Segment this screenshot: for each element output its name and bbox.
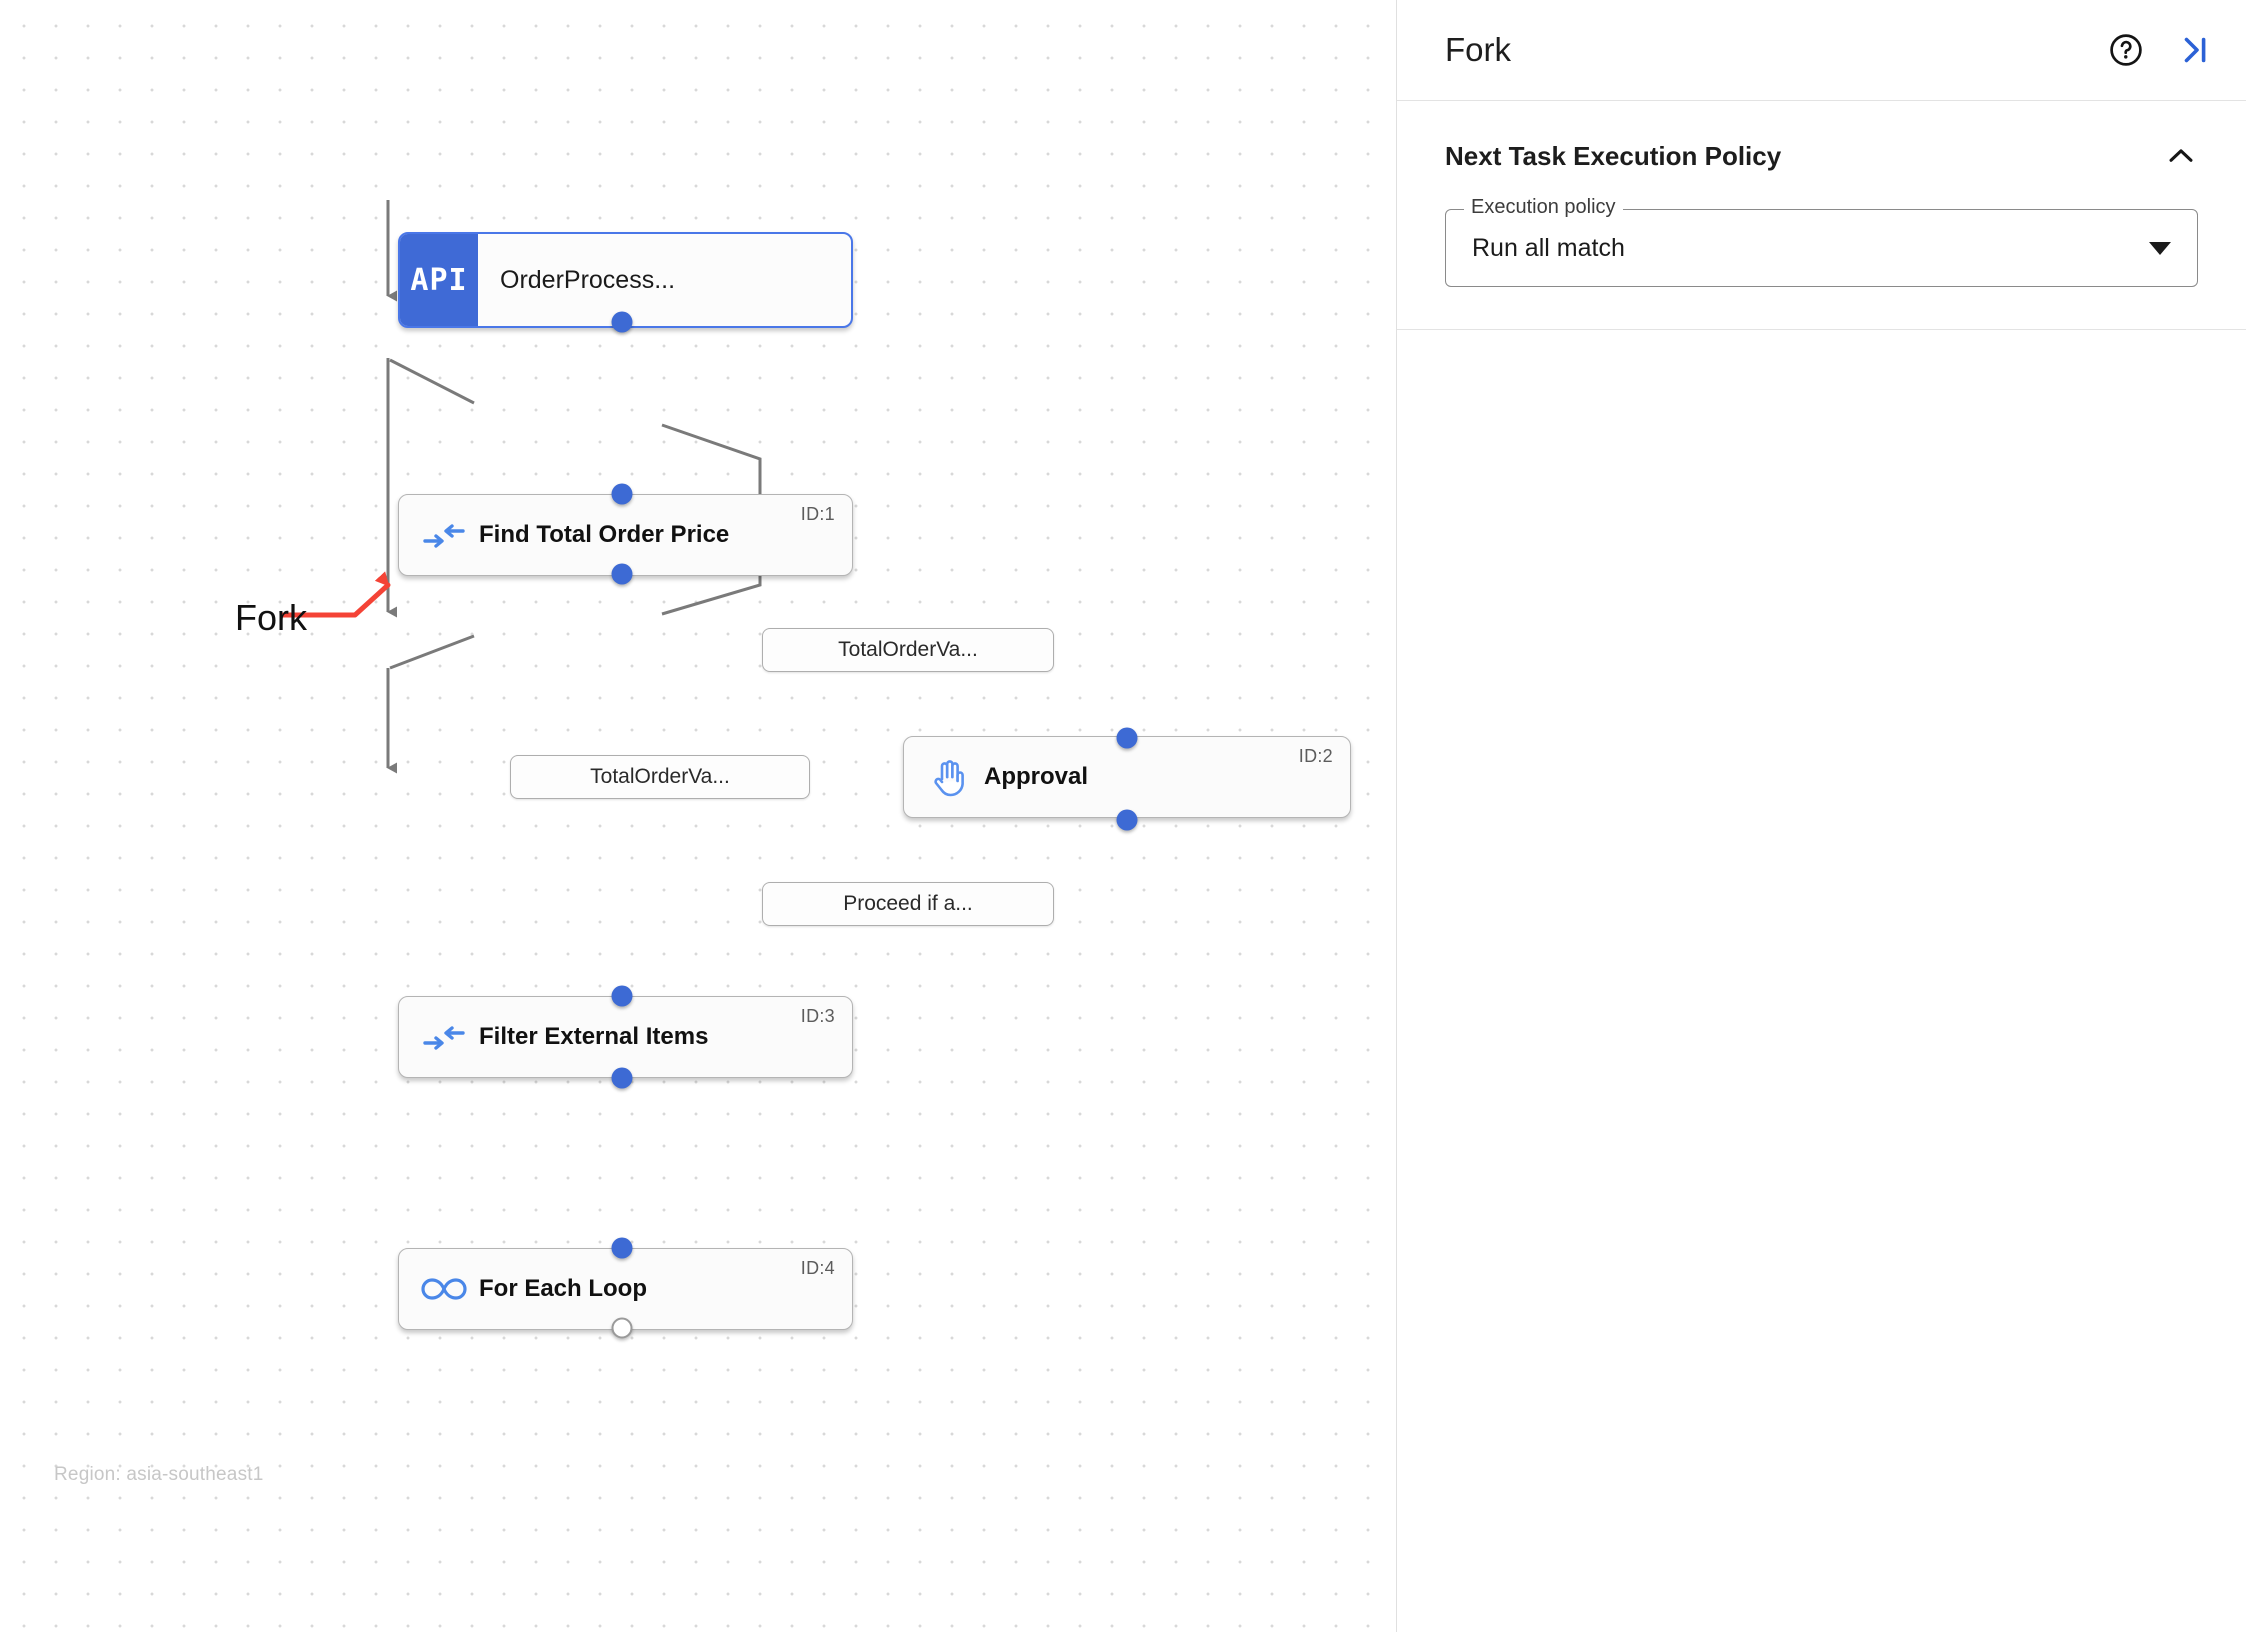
edge-label-text: TotalOrderVa... xyxy=(838,638,978,661)
port-task4-input[interactable] xyxy=(611,1237,633,1259)
raised-hand-icon xyxy=(926,754,972,800)
node-task-for-each-loop[interactable]: For Each Loop ID:4 xyxy=(398,1248,853,1330)
execution-policy-value: Run all match xyxy=(1472,233,1625,262)
merge-arrows-icon xyxy=(421,1014,467,1060)
panel-title: Fork xyxy=(1445,31,1511,68)
panel-header: Fork xyxy=(1397,0,2246,101)
port-trigger-output[interactable] xyxy=(611,311,633,333)
port-task1-input[interactable] xyxy=(611,483,633,505)
canvas-panel-divider xyxy=(1396,0,1397,1632)
help-circle-icon[interactable] xyxy=(2108,32,2144,68)
edge-label-chip[interactable]: TotalOrderVa... xyxy=(762,628,1054,672)
workflow-canvas[interactable]: API OrderProcess... Find Total Order Pri… xyxy=(0,0,1397,1632)
collapse-panel-right-icon[interactable] xyxy=(2176,32,2212,68)
node-id-label: ID:3 xyxy=(800,1006,835,1026)
edge-label-text: Proceed if a... xyxy=(843,892,973,915)
caret-down-icon[interactable] xyxy=(2149,241,2171,255)
api-badge-icon: API xyxy=(400,234,478,326)
next-task-execution-policy-section: Next Task Execution Policy Execution pol… xyxy=(1397,101,2246,330)
chevron-up-icon[interactable] xyxy=(2164,139,2198,173)
port-approval-input[interactable] xyxy=(1116,727,1138,749)
port-task3-output[interactable] xyxy=(611,1067,633,1089)
region-label: Region: asia-southeast1 xyxy=(54,1464,264,1485)
port-task3-input[interactable] xyxy=(611,985,633,1007)
port-approval-output[interactable] xyxy=(1116,809,1138,831)
node-title: Approval xyxy=(984,763,1089,790)
port-task1-output-fork[interactable] xyxy=(611,563,633,585)
properties-panel: Fork Next Tas xyxy=(1397,0,2246,1632)
section-header[interactable]: Next Task Execution Policy xyxy=(1445,139,2198,173)
node-task-filter-external-items[interactable]: Filter External Items ID:3 xyxy=(398,996,853,1078)
port-task4-output[interactable] xyxy=(611,1317,633,1339)
infinity-loop-icon xyxy=(421,1266,467,1312)
node-task-approval[interactable]: Approval ID:2 xyxy=(903,736,1351,818)
edge-label-chip[interactable]: TotalOrderVa... xyxy=(510,755,810,799)
execution-policy-select[interactable]: Execution policy Run all match xyxy=(1445,197,2198,287)
node-title: Filter External Items xyxy=(479,1023,709,1050)
edge-label-chip[interactable]: Proceed if a... xyxy=(762,882,1054,926)
node-id-label: ID:2 xyxy=(1298,746,1333,766)
node-id-label: ID:4 xyxy=(800,1258,835,1278)
merge-arrows-icon xyxy=(421,512,467,558)
node-title: Find Total Order Price xyxy=(479,521,730,548)
edge-label-text: TotalOrderVa... xyxy=(590,765,730,788)
section-title: Next Task Execution Policy xyxy=(1445,140,1782,171)
node-title: OrderProcess... xyxy=(500,265,676,294)
node-title: For Each Loop xyxy=(479,1275,647,1302)
execution-policy-label: Execution policy xyxy=(1464,197,1623,217)
fork-annotation-label: Fork xyxy=(235,597,307,638)
node-id-label: ID:1 xyxy=(800,504,835,524)
panel-header-actions xyxy=(2108,32,2212,68)
